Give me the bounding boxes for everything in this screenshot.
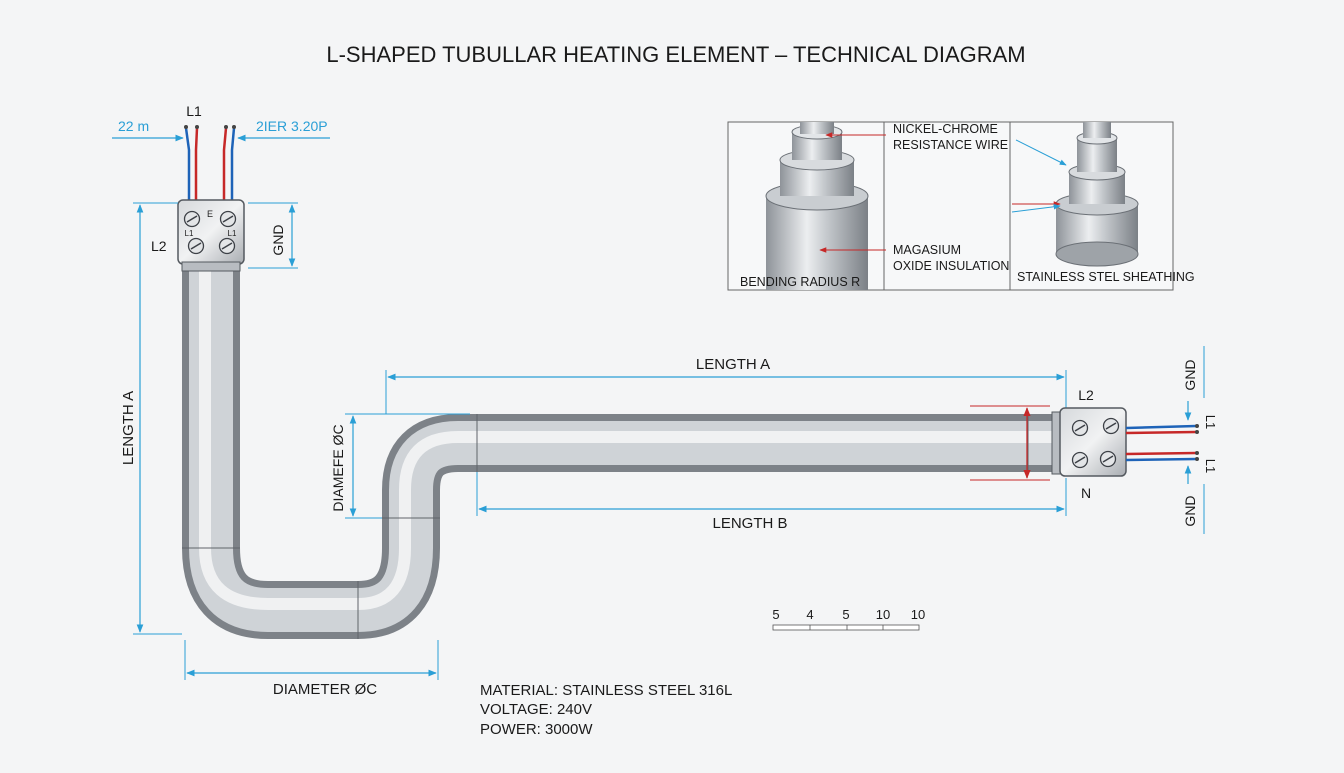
label-oxide-insulation: OXIDE INSULATION [893, 259, 1009, 273]
label-diameter-side: DIAMEFE ØC [330, 424, 346, 511]
wire-tip [1195, 430, 1199, 434]
screw-slot [190, 242, 202, 250]
cyl-outer-bottom [1055, 241, 1139, 267]
terminal-label-l1-top: L1 [1203, 415, 1218, 429]
label-bending-radius: BENDING RADIUS R [740, 275, 860, 289]
spec-power: POWER: 3000W [480, 721, 593, 738]
gnd-label-right-top: GND [1182, 359, 1198, 390]
screw-slot [1074, 456, 1086, 464]
screw-slot [1105, 422, 1117, 430]
left-terminal: E L1 L1 L1 22 m 2IER 3.20P L2 GND [112, 103, 330, 272]
wire-tip [195, 125, 199, 129]
wire-label-l1: L1 [186, 103, 202, 119]
terminal-collar [181, 261, 241, 272]
leader-blue [1011, 204, 1061, 213]
label-resistance-wire: RESISTANCE WIRE [893, 138, 1008, 152]
dimensions: LENGTH A DIAMETER ØC DIAMEFE ØC LENGTH A… [120, 202, 1067, 698]
terminal-label-n: N [1081, 485, 1091, 501]
gnd-label-left: GND [270, 224, 286, 255]
terminal-label-l2: L2 [1078, 387, 1094, 403]
scale-label: 4 [806, 607, 813, 622]
wire-blue [1125, 424, 1197, 430]
pipe-body-shine [199, 270, 1060, 610]
label-length-b: LENGTH B [712, 515, 787, 532]
label-length-a-horizontal: LENGTH A [696, 356, 770, 373]
terminal-mark: L1 [185, 229, 194, 238]
cross-section-detail: NICKEL-CHROME RESISTANCE WIRE MAGASIUM O… [727, 121, 1195, 291]
scale-bar: 5 4 5 10 10 [772, 607, 925, 631]
wire-tip [1195, 451, 1199, 455]
cyl-core [1083, 122, 1111, 138]
terminal-label-l1-bottom: L1 [1203, 459, 1218, 473]
terminal-label-l2: L2 [151, 238, 167, 254]
terminal-mark: E [207, 209, 213, 219]
screw-slot [1074, 424, 1086, 432]
screw-slot [1102, 455, 1114, 463]
label-magnesium: MAGASIUM [893, 243, 961, 257]
wire-tip [184, 125, 188, 129]
right-terminal: L2 N GND GND L1 L1 [1051, 346, 1218, 534]
wire-blue [230, 127, 236, 205]
wire-red [222, 127, 228, 205]
label-sheathing: STAINLESS STEL SHEATHING [1017, 270, 1195, 284]
wire-red [194, 127, 199, 205]
cyl-outer [766, 196, 868, 290]
leader-blue [1015, 139, 1067, 166]
screw-slot [221, 242, 233, 250]
terminal-mark: L1 [228, 229, 237, 238]
specifications: MATERIAL: STAINLESS STEEL 316L VOLTAGE: … [480, 682, 732, 738]
wire-blue [1125, 457, 1197, 462]
label-length-a-vertical: LENGTH A [120, 391, 137, 465]
gnd-label-right-bottom: GND [1182, 495, 1198, 526]
scale-bar-body [772, 624, 920, 631]
wire-tip [224, 125, 228, 129]
cyl-core [800, 122, 834, 134]
label-nickel-chrome: NICKEL-CHROME [893, 122, 998, 136]
terminal-box [1059, 407, 1127, 477]
dim-label-wire-left: 22 m [118, 118, 149, 134]
diagram-title: L-SHAPED TUBULLAR HEATING ELEMENT – TECH… [326, 42, 1025, 67]
wire-tip [1195, 457, 1199, 461]
screw-slot [222, 215, 234, 223]
scale-label: 5 [772, 607, 779, 622]
label-diameter-bottom: DIAMETER ØC [273, 681, 377, 698]
scale-label: 10 [911, 607, 925, 622]
scale-label: 10 [876, 607, 890, 622]
spec-voltage: VOLTAGE: 240V [480, 701, 592, 718]
wire-red [1125, 451, 1197, 456]
wire-red [1125, 430, 1197, 435]
wire-tip [1195, 424, 1199, 428]
heating-pipe [182, 270, 1060, 639]
spec-material: MATERIAL: STAINLESS STEEL 316L [480, 682, 732, 699]
wire-tip [232, 125, 236, 129]
dim-label-wire-right: 2IER 3.20P [256, 118, 328, 134]
scale-label: 5 [842, 607, 849, 622]
screw-slot [186, 215, 198, 223]
wire-blue [184, 127, 191, 205]
